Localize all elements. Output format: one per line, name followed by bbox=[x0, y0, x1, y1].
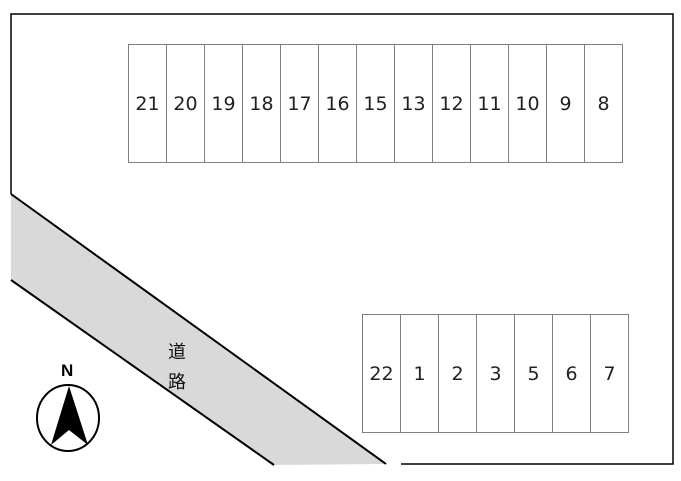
parking-space[interactable]: 6 bbox=[552, 314, 591, 433]
parking-space[interactable]: 16 bbox=[318, 44, 357, 163]
parking-space[interactable]: 18 bbox=[242, 44, 281, 163]
parking-space[interactable]: 20 bbox=[166, 44, 205, 163]
parking-space[interactable]: 8 bbox=[584, 44, 623, 163]
parking-space[interactable]: 21 bbox=[128, 44, 167, 163]
parking-space[interactable]: 5 bbox=[514, 314, 553, 433]
parking-space[interactable]: 3 bbox=[476, 314, 515, 433]
parking-space[interactable]: 9 bbox=[546, 44, 585, 163]
parking-space[interactable]: 19 bbox=[204, 44, 243, 163]
road-label-char: 路 bbox=[168, 372, 186, 393]
parking-space[interactable]: 13 bbox=[394, 44, 433, 163]
road-label-char: 道 bbox=[168, 342, 186, 363]
north-arrow-icon bbox=[36, 384, 100, 452]
parking-space[interactable]: 17 bbox=[280, 44, 319, 163]
parking-space[interactable]: 12 bbox=[432, 44, 471, 163]
parking-row-bottom: 22 1 2 3 5 6 7 bbox=[362, 314, 629, 433]
road-edge-upper bbox=[10, 193, 387, 465]
parking-row-top: 21 20 19 18 17 16 15 13 12 11 10 9 8 bbox=[128, 44, 623, 163]
parking-space[interactable]: 15 bbox=[356, 44, 395, 163]
parking-space[interactable]: 10 bbox=[508, 44, 547, 163]
road-edge-lower bbox=[10, 279, 275, 466]
north-label: N bbox=[61, 361, 74, 380]
road-label: 道 路 bbox=[166, 338, 188, 398]
parking-space[interactable]: 2 bbox=[438, 314, 477, 433]
parking-space[interactable]: 1 bbox=[400, 314, 439, 433]
lot-boundary bbox=[10, 13, 674, 465]
parking-space[interactable]: 7 bbox=[590, 314, 629, 433]
parking-space[interactable]: 22 bbox=[362, 314, 401, 433]
parking-space[interactable]: 11 bbox=[470, 44, 509, 163]
